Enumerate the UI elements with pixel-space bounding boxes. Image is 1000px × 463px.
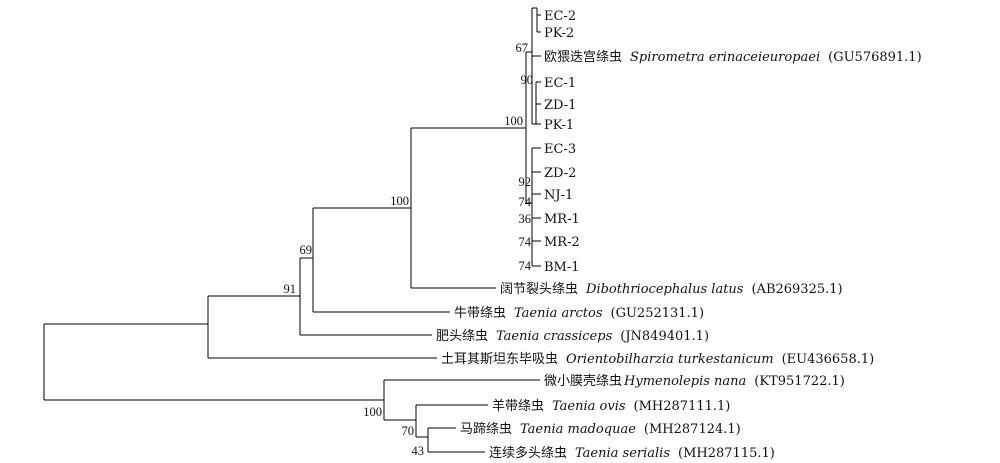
bootstrap-value: 43 — [412, 444, 425, 458]
tip-ec2: EC-2 — [544, 9, 576, 24]
tip-mr1: MR-1 — [544, 212, 580, 227]
tip-spirometra-accession: (GU576891.1) — [828, 50, 922, 65]
tree-branches — [43, 7, 541, 453]
tip-ec3: EC-3 — [544, 142, 576, 157]
tip-zd2: ZD-2 — [544, 166, 576, 181]
bootstrap-value: 74 — [519, 195, 532, 209]
tip-spirometra-cn: 欧猥迭宫绦虫 — [544, 50, 622, 65]
tip-bm1: BM-1 — [544, 260, 580, 275]
tip-nj1: NJ-1 — [544, 188, 573, 203]
bootstrap-value: 100 — [363, 405, 382, 419]
tip-labels: EC-2 PK-2 欧猥迭宫绦虫 Spirometra erinaceieurop… — [436, 9, 922, 461]
bootstrap-value: 36 — [519, 212, 532, 226]
bootstrap-value: 67 — [516, 41, 529, 55]
bootstrap-value: 100 — [504, 114, 523, 128]
bootstrap-values: 67 90 100 92 74 36 74 74 100 69 91 100 7… — [284, 41, 534, 458]
bootstrap-value: 74 — [519, 259, 532, 273]
bootstrap-value: 100 — [390, 194, 409, 208]
tip-mr2: MR-2 — [544, 235, 580, 250]
bootstrap-value: 74 — [519, 235, 532, 249]
tip-spirometra: 欧猥迭宫绦虫 Spirometra erinaceieuropaei (GU5768… — [544, 50, 922, 65]
bootstrap-value: 92 — [519, 175, 532, 189]
bootstrap-value: 70 — [402, 424, 415, 438]
bootstrap-value: 91 — [284, 282, 297, 296]
bootstrap-value: 69 — [300, 243, 313, 257]
tip-spirometra-species: Spirometra erinaceieuropaei — [630, 50, 820, 65]
tip-pk1: PK-1 — [544, 118, 574, 133]
tip-zd1: ZD-1 — [544, 98, 576, 113]
tip-ec1: EC-1 — [544, 76, 576, 91]
tip-pk2: PK-2 — [544, 26, 574, 41]
bootstrap-value: 90 — [521, 73, 534, 87]
